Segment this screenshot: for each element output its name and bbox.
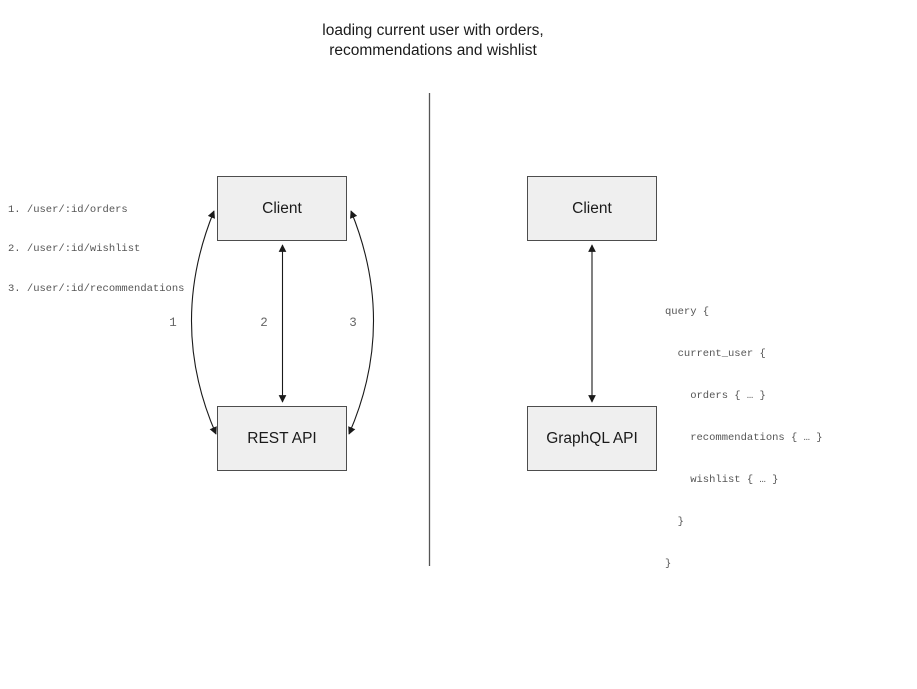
graphql-api-label: GraphQL API <box>546 429 638 447</box>
query-line: query { <box>665 306 710 318</box>
rest-client-node: Client <box>217 176 347 241</box>
graphql-client-label: Client <box>572 199 612 217</box>
graphql-query-block: query { current_user { orders { … } reco… <box>665 277 823 599</box>
rest-request-arrow-1 <box>190 210 217 435</box>
title-line-1: loading current user with orders, <box>322 22 544 39</box>
query-line: } <box>665 516 684 528</box>
endpoint-wishlist: 2. /user/:id/wishlist <box>8 243 141 256</box>
endpoint-orders: 1. /user/:id/orders <box>8 203 128 216</box>
title-line-2: recommendations and wishlist <box>329 42 537 59</box>
rest-api-node: REST API <box>217 406 347 471</box>
rest-client-label: Client <box>262 199 302 217</box>
query-line: recommendations { … } <box>665 432 823 444</box>
arrow-label-3: 3 <box>349 316 357 330</box>
endpoint-recommendations: 3. /user/:id/recommendations <box>8 283 185 296</box>
arrow-label-1: 1 <box>169 316 177 330</box>
rest-api-label: REST API <box>247 429 317 447</box>
diagram-title: loading current user with orders, recomm… <box>0 21 866 61</box>
rest-endpoint-list: 1. /user/:id/orders 2. /user/:id/wishlis… <box>8 177 184 323</box>
query-line: } <box>665 558 672 570</box>
query-line: orders { … } <box>665 390 766 402</box>
rest-request-arrow-3 <box>348 210 375 435</box>
arrow-label-2: 2 <box>260 316 268 330</box>
graphql-client-node: Client <box>527 176 657 241</box>
query-line: wishlist { … } <box>665 474 779 486</box>
query-line: current_user { <box>665 348 766 360</box>
graphql-api-node: GraphQL API <box>527 406 657 471</box>
